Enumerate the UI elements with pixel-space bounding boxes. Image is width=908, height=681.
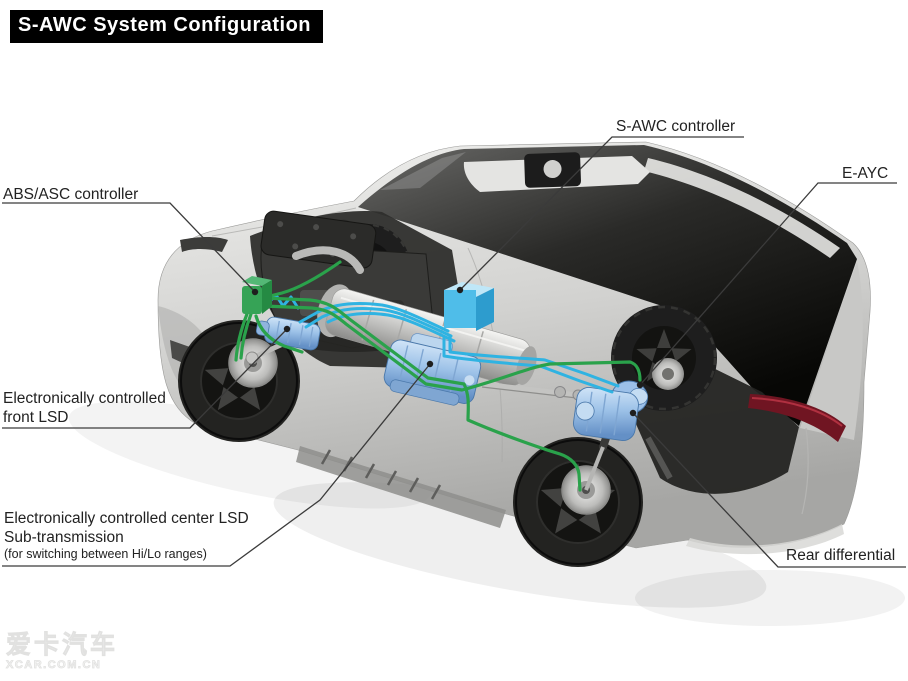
abs-asc-controller-box xyxy=(242,276,272,314)
label-text: Electronically controlled xyxy=(3,390,166,407)
label-text: ABS/ASC controller xyxy=(3,186,139,203)
rear-left-wheel xyxy=(513,437,643,567)
xcar-watermark: 爱卡汽车 XCAR.COM.CN xyxy=(6,631,119,671)
label-text: Sub-transmission xyxy=(4,529,124,546)
label-front-lsd: Electronically controlled front LSD xyxy=(3,389,166,427)
glasshouse xyxy=(358,145,857,426)
label-text: Rear differential xyxy=(786,547,896,564)
page-title: S-AWC System Configuration xyxy=(10,10,324,43)
roof-hatch xyxy=(524,152,581,188)
headlight xyxy=(180,237,228,252)
rear-differential-unit xyxy=(573,380,649,441)
sawc-controller-box xyxy=(444,282,494,331)
label-rear-differential: Rear differential xyxy=(786,546,895,565)
label-eayc: E-AYC xyxy=(842,164,888,183)
label-text: Electronically controlled center LSD xyxy=(4,510,249,527)
wiring-green xyxy=(234,260,642,492)
label-sawc-controller: S-AWC controller xyxy=(616,117,735,136)
label-center-lsd: Electronically controlled center LSD Sub… xyxy=(4,509,249,562)
label-text: E-AYC xyxy=(842,165,889,182)
watermark-cn: 爱卡汽车 xyxy=(6,631,119,659)
label-text: S-AWC controller xyxy=(616,118,736,135)
label-text: front LSD xyxy=(3,409,69,426)
label-abs-asc-controller: ABS/ASC controller xyxy=(3,185,138,204)
label-text: (for switching between Hi/Lo ranges) xyxy=(4,547,207,561)
tail-light xyxy=(748,394,846,442)
leader-lines xyxy=(2,136,906,568)
watermark-site: XCAR.COM.CN xyxy=(6,659,102,671)
